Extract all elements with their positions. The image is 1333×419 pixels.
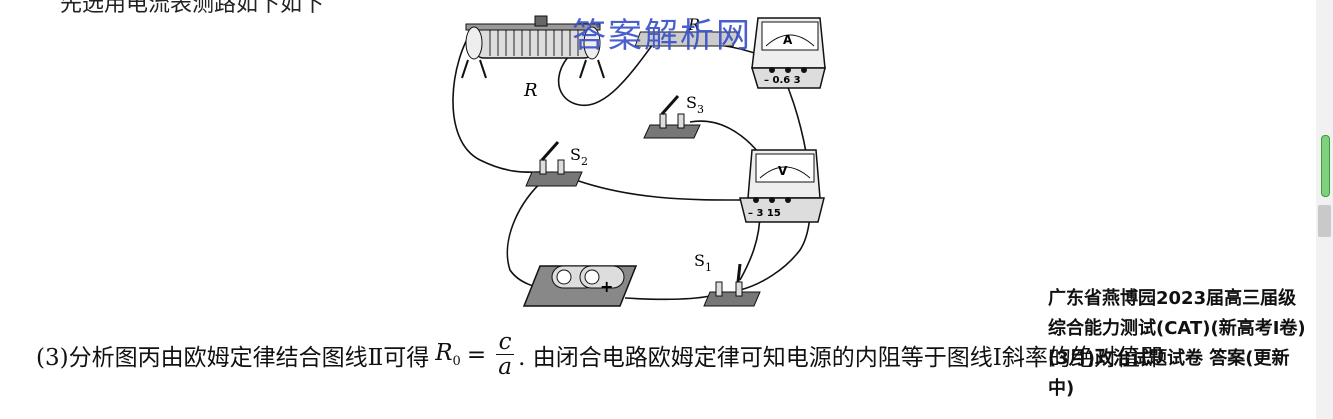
ammeter-terminals: – 0.6 3 xyxy=(764,75,801,86)
rheostat xyxy=(461,15,605,79)
s1-label: S1 xyxy=(694,251,712,274)
scroll-indicator xyxy=(1321,135,1330,197)
voltmeter xyxy=(739,149,825,223)
overlay-article-title[interactable]: 广东省燕博园2023届高三届级综合能力测试(CAT)(新高考Ⅰ卷)(3月)政治试… xyxy=(1048,288,1306,399)
s2-label: S2 xyxy=(570,145,588,168)
r0-label: R xyxy=(687,15,700,34)
battery-plus: + xyxy=(600,277,613,296)
formula-numerator: c xyxy=(498,329,512,355)
battery xyxy=(522,265,638,307)
switch-s2 xyxy=(525,141,583,187)
formula-prefix: (3)分析图丙由欧姆定律结合图线Ⅱ可得 xyxy=(36,344,430,371)
voltmeter-label: V xyxy=(778,164,788,178)
watermark: 答案解析网 xyxy=(572,16,752,56)
switch-s1 xyxy=(703,263,761,307)
voltmeter-terminals: – 3 15 xyxy=(748,208,781,219)
formula-fraction: c a xyxy=(496,329,515,381)
formula-line: (3)分析图丙由欧姆定律结合图线Ⅱ可得 R0 = c a . 由闭合电路欧姆定律… xyxy=(36,330,1163,379)
ammeter xyxy=(750,17,826,89)
ammeter-label: A xyxy=(783,33,793,47)
scrollbar-thumb[interactable] xyxy=(1318,205,1331,237)
rheostat-label: R xyxy=(523,80,538,101)
s3-label: S3 xyxy=(686,93,704,116)
formula-var: R0 xyxy=(435,340,461,370)
formula-suffix: . 由闭合电路欧姆定律可知电源的内阻等于图线Ⅰ斜率的绝对值即 xyxy=(518,344,1163,371)
top-partial-text: 先选用电流表测路如下如下 xyxy=(60,0,325,17)
r0-resistor xyxy=(634,31,740,47)
switch-s3 xyxy=(643,95,701,139)
circuit-diagram: R R A – 0.6 3 S3 S2 V – 3 15 xyxy=(452,15,826,307)
formula-denominator: a xyxy=(498,354,512,381)
formula-equals: = xyxy=(466,341,487,368)
